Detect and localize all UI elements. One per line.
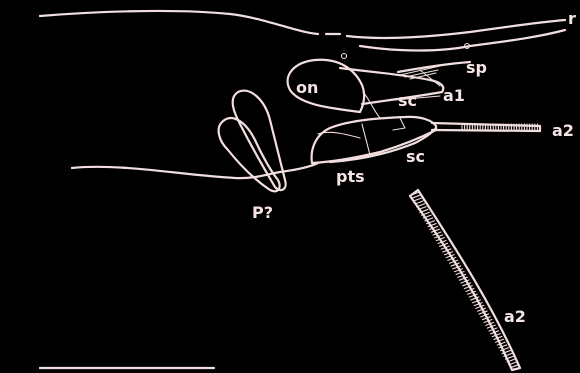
label-p: P?: [252, 203, 273, 222]
label-sc-lower: sc: [406, 147, 425, 166]
pore-marker: [342, 54, 347, 59]
a2-flagellum-right: [432, 123, 540, 131]
label-r: r: [568, 9, 576, 28]
annulation-tick: [412, 195, 420, 198]
label-sc-upper: sc: [398, 91, 417, 110]
rostrum-upper: [347, 20, 565, 38]
label-a1: a1: [443, 86, 465, 105]
dorsal-outline: [40, 11, 318, 34]
label-a2-lower: a2: [504, 307, 526, 326]
suture-line: [363, 92, 380, 118]
label-on: on: [296, 78, 318, 97]
annulation-tick: [413, 198, 421, 201]
label-a2-right: a2: [552, 121, 574, 140]
label-pts: pts: [336, 167, 365, 186]
annulation-tick: [415, 201, 423, 204]
annulation-tick: [510, 365, 518, 368]
peduncle-inner: [318, 132, 360, 138]
label-sp: sp: [466, 58, 487, 77]
